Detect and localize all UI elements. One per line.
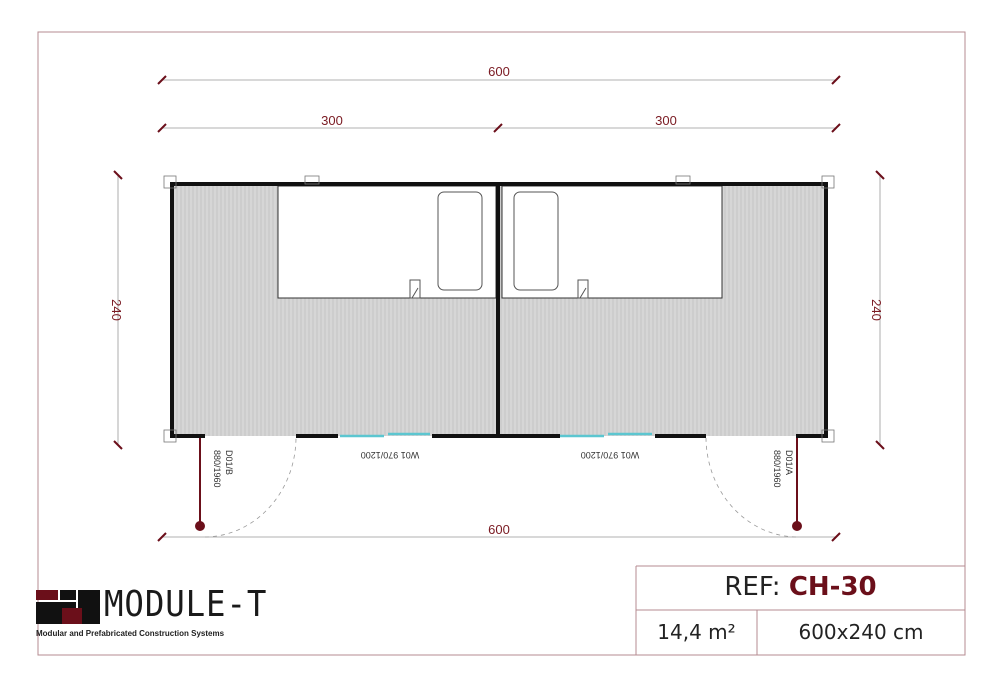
door-right-size: 880/1960 bbox=[772, 450, 782, 488]
window-left-label: W01 970/1200 bbox=[361, 450, 420, 460]
window-right-label: W01 970/1200 bbox=[581, 450, 640, 460]
logo-tagline: Modular and Prefabricated Construction S… bbox=[36, 629, 225, 638]
logo-mark bbox=[36, 590, 100, 624]
door-left-size: 880/1960 bbox=[212, 450, 222, 488]
ref-value: CH-30 bbox=[788, 572, 877, 602]
dim-left-height: 240 bbox=[109, 299, 124, 321]
door-markers bbox=[195, 438, 802, 531]
dimension-ticks bbox=[113, 75, 885, 542]
ref-row: REF: CH-30 bbox=[636, 572, 965, 602]
dim-top-right: 300 bbox=[655, 113, 677, 128]
dim-right-height: 240 bbox=[869, 299, 884, 321]
door-left-code: D01/B bbox=[224, 450, 234, 475]
area-value: 14,4 m² bbox=[657, 620, 736, 644]
dim-top-total: 600 bbox=[488, 64, 510, 79]
drawing-frame bbox=[37, 31, 966, 656]
dimension-lines bbox=[117, 79, 881, 538]
windows bbox=[340, 432, 652, 438]
dim-top-left: 300 bbox=[321, 113, 343, 128]
walls bbox=[170, 182, 828, 438]
dim-bottom-total: 600 bbox=[488, 522, 510, 537]
logo-name: MODULE-T bbox=[104, 584, 268, 625]
door-right-code: D01/A bbox=[784, 450, 794, 475]
door-swings bbox=[204, 437, 797, 538]
title-block-lines bbox=[635, 565, 965, 655]
corner-posts bbox=[163, 175, 835, 443]
ref-label: REF: bbox=[724, 572, 781, 602]
fixtures bbox=[409, 191, 589, 299]
size-value: 600x240 cm bbox=[798, 620, 924, 644]
